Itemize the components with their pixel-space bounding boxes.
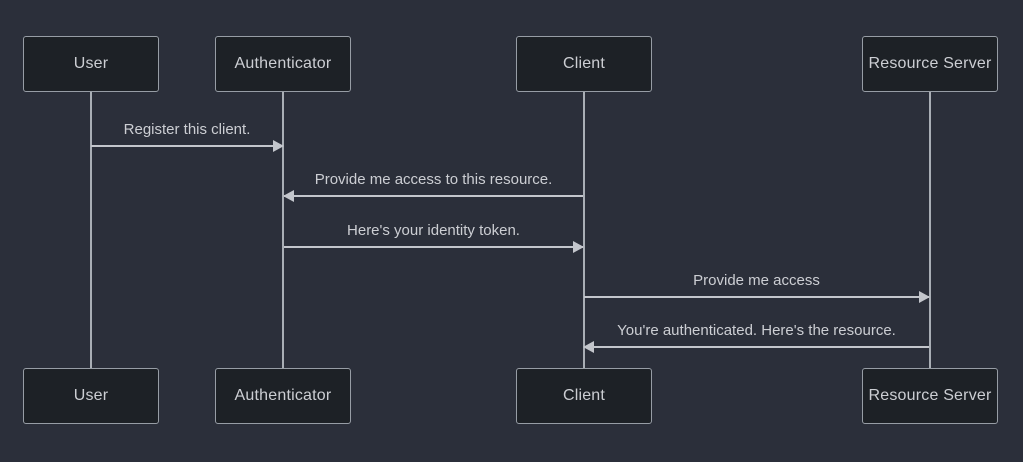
lifeline-authenticator: [282, 92, 284, 368]
actor-label: Authenticator: [234, 387, 332, 404]
actor-label: User: [73, 55, 109, 72]
message-provide-me-access: Provide me access: [584, 272, 930, 303]
message-identity-token: Here's your identity token.: [284, 222, 584, 253]
actor-box-user-top: User: [23, 36, 159, 92]
actor-label: Authenticator: [234, 55, 332, 72]
actor-box-resource-server-top: Resource Server: [862, 36, 998, 92]
arrowhead-left-icon: [583, 341, 594, 353]
arrowhead-right-icon: [573, 241, 584, 253]
lifeline-client: [583, 92, 585, 368]
actor-box-client-top: Client: [516, 36, 652, 92]
message-label: Register this client.: [123, 121, 251, 138]
actor-label: User: [73, 387, 109, 404]
actor-label: Resource Server: [868, 387, 992, 404]
message-authenticated-resource: You're authenticated. Here's the resourc…: [583, 322, 929, 353]
message-register-client: Register this client.: [91, 121, 284, 152]
message-label: Here's your identity token.: [347, 222, 520, 239]
actor-label: Client: [562, 55, 606, 72]
arrowhead-right-icon: [919, 291, 930, 303]
actor-box-user-bottom: User: [23, 368, 159, 424]
actor-box-authenticator-top: Authenticator: [215, 36, 351, 92]
actor-box-resource-server-bottom: Resource Server: [862, 368, 998, 424]
message-label: Provide me access: [693, 272, 820, 289]
arrowhead-right-icon: [273, 140, 284, 152]
lifeline-user: [90, 92, 92, 368]
message-label: You're authenticated. Here's the resourc…: [617, 322, 896, 339]
message-line: [91, 140, 284, 152]
message-line: [284, 241, 584, 253]
message-provide-access-resource: Provide me access to this resource.: [283, 171, 583, 202]
message-line: [583, 341, 929, 353]
message-line: [584, 291, 930, 303]
lifeline-resource-server: [929, 92, 931, 368]
message-line: [283, 190, 583, 202]
arrowhead-left-icon: [283, 190, 294, 202]
actor-box-client-bottom: Client: [516, 368, 652, 424]
actor-label: Client: [562, 387, 606, 404]
message-label: Provide me access to this resource.: [314, 171, 553, 188]
actor-box-authenticator-bottom: Authenticator: [215, 368, 351, 424]
actor-label: Resource Server: [868, 55, 992, 72]
